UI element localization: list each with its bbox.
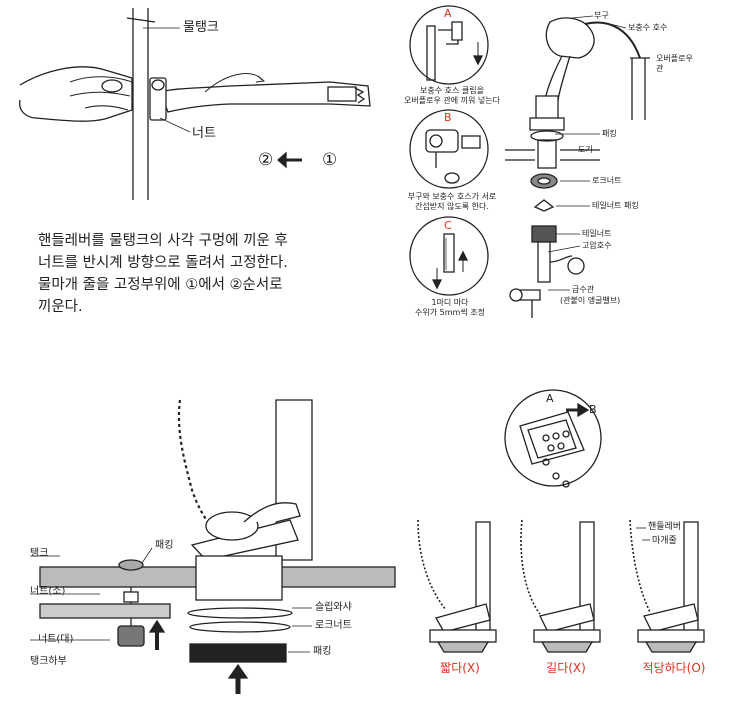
detail-a-caption-2: 오버플로우 관에 끼워 넣는다 bbox=[404, 96, 500, 105]
label-overflow-2: 관 bbox=[656, 64, 664, 73]
label-tail-nut-packing: 테일너트 패킹 bbox=[592, 201, 639, 210]
label-nut-large: 너트(대) bbox=[38, 634, 74, 645]
flush-valve-drawing bbox=[30, 399, 396, 694]
label-slip-washer: 슬립와샤 bbox=[315, 602, 352, 613]
detail-c-letter: C bbox=[444, 219, 452, 232]
label-tail-nut: 테일너트 bbox=[582, 229, 612, 238]
caption-too-long: 길다(X) bbox=[546, 661, 586, 675]
instruction-line: 너트를 반시계 방향으로 돌려서 고정한다. bbox=[38, 255, 288, 271]
label-lock-nut-flush: 로크너트 bbox=[315, 620, 352, 631]
handle-instructions: 핸들레버를 물탱크의 사각 구멍에 끼운 후 너트를 반시계 방향으로 돌려서 … bbox=[38, 230, 288, 318]
instruction-line: 물마개 줄을 고정부위에 ①에서 ②순서로 bbox=[38, 277, 283, 293]
step-marker-2: ② bbox=[258, 150, 274, 170]
label-chain: 마개줄 bbox=[652, 536, 677, 546]
label-tank: 탱크 bbox=[30, 548, 49, 559]
handle-install-drawing bbox=[19, 8, 371, 200]
label-packing-top: 패킹 bbox=[155, 540, 174, 551]
chain-length-drawing bbox=[417, 389, 705, 653]
detail-c-caption-1: 1마디 마다 bbox=[431, 298, 469, 307]
label-supply-1: 급수관 bbox=[572, 285, 595, 294]
caption-correct: 적당하다(O) bbox=[642, 661, 706, 675]
detail-b-caption-1: 부구와 보충수 호스가 서로 bbox=[407, 192, 497, 201]
label-pressure-hose: 고압호수 bbox=[582, 241, 612, 250]
label-float: 부구 bbox=[594, 11, 609, 20]
detail-a-letter: A bbox=[444, 7, 452, 20]
label-tank-bottom: 탱크하부 bbox=[30, 656, 67, 667]
marker-b: B bbox=[589, 403, 597, 416]
detail-c-caption-2: 수위가 5mm씩 조정 bbox=[415, 308, 485, 317]
label-packing-bottom: 패킹 bbox=[313, 646, 332, 657]
float-valve-drawing bbox=[409, 5, 650, 318]
label-nut-small: 너트(소) bbox=[30, 586, 66, 597]
caption-too-short: 짧다(X) bbox=[440, 661, 480, 675]
label-nut: 너트 bbox=[192, 126, 216, 141]
label-refill-hose: 보충수 호수 bbox=[628, 23, 668, 32]
step-marker-1: ① bbox=[322, 150, 338, 170]
label-handle-lever: 핸들레버 bbox=[648, 522, 682, 532]
label-packing: 패킹 bbox=[602, 129, 617, 138]
instruction-line: 끼운다. bbox=[38, 299, 83, 315]
detail-b-letter: B bbox=[444, 111, 452, 124]
label-bowl: 도기 bbox=[578, 145, 593, 154]
marker-a: A bbox=[546, 392, 554, 405]
label-lock-nut: 로크너트 bbox=[592, 176, 622, 185]
label-overflow-1: 오버플로우 bbox=[656, 54, 693, 63]
instruction-line: 핸들레버를 물탱크의 사각 구멍에 끼운 후 bbox=[38, 233, 288, 249]
detail-a-caption-1: 보충수 호스 클립을 bbox=[420, 86, 484, 95]
label-water-tank: 물탱크 bbox=[183, 20, 219, 35]
label-supply-2: (관붙이 앵글밸브) bbox=[560, 296, 621, 305]
detail-b-caption-2: 간섭받지 않도록 한다. bbox=[415, 202, 489, 211]
